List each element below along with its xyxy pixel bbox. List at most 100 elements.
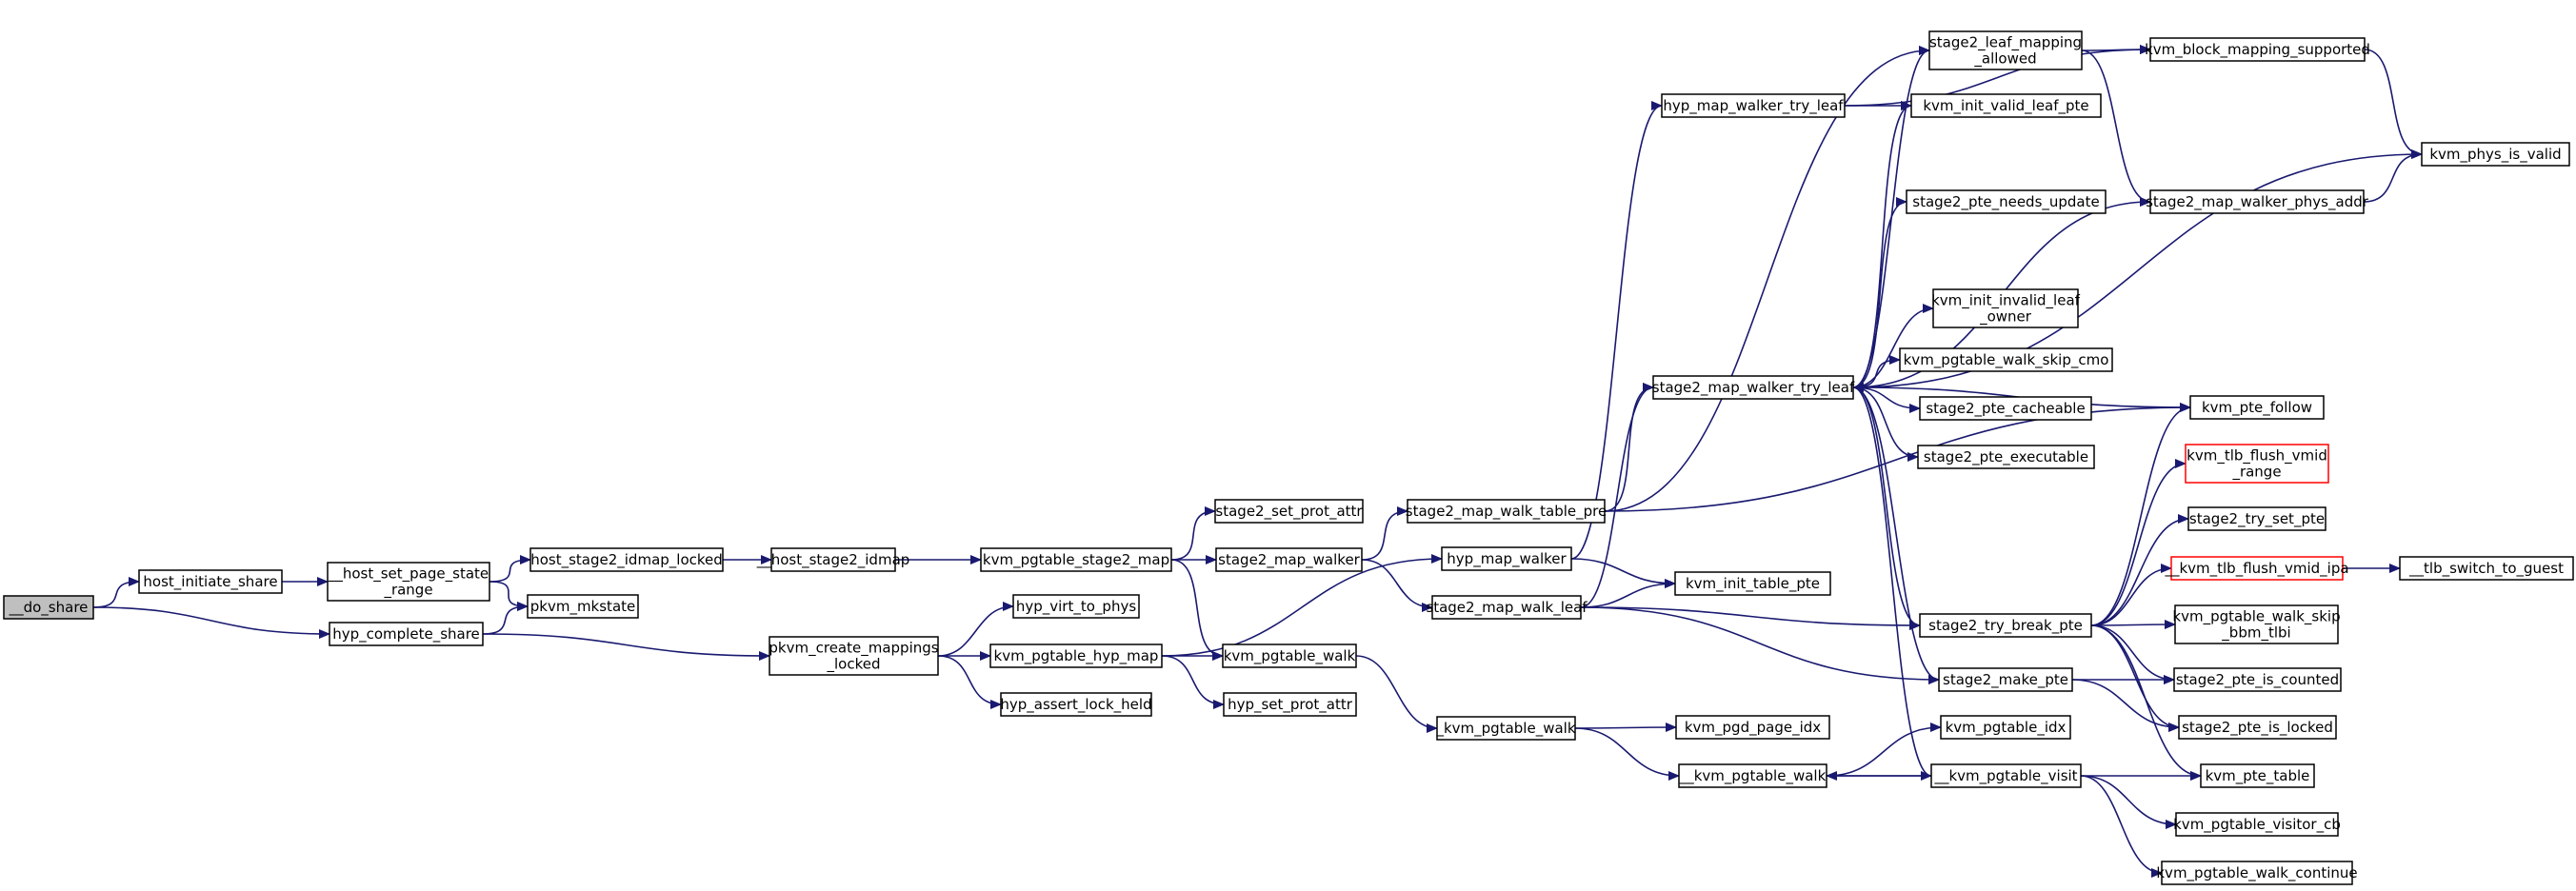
node-kvm_pgd_page_idx[interactable]: kvm_pgd_page_idx xyxy=(1675,715,1830,740)
node-label: stage2_pte_is_locked xyxy=(2182,719,2333,737)
edge-line xyxy=(1852,149,2423,388)
node-kvm_tlb_flush_vmid_range[interactable]: kvm_tlb_flush_vmid_range xyxy=(2185,444,2329,484)
node-kvm_phys_is_valid[interactable]: kvm_phys_is_valid xyxy=(2421,142,2570,167)
node-stage2_make_pte[interactable]: stage2_make_pte xyxy=(1938,667,2073,692)
node-label: kvm_tlb_flush_vmid xyxy=(2187,447,2327,465)
node-stage2_pte_needs_update[interactable]: stage2_pte_needs_update xyxy=(1906,189,2107,214)
node-hyp_map_walker_try_leaf[interactable]: hyp_map_walker_try_leaf xyxy=(1661,93,1846,118)
node-label: kvm_pgtable_hyp_map xyxy=(994,647,1159,665)
call-edge-hyp_map_walker_try_leaf-to-kvm_block_mapping_supported xyxy=(1844,45,2151,107)
node-box xyxy=(2149,37,2366,62)
node-pkvm_mkstate[interactable]: pkvm_mkstate xyxy=(527,594,639,619)
edge-line xyxy=(92,606,330,639)
node-box xyxy=(1407,499,1606,524)
node-stage2_set_prot_attr[interactable]: stage2_set_prot_attr xyxy=(1214,499,1364,524)
edge-line xyxy=(1355,655,1438,733)
edge-line xyxy=(1170,559,1224,661)
node-pkvm_create_mappings_locked[interactable]: pkvm_create_mappings_locked xyxy=(769,636,939,676)
edge-line xyxy=(1604,383,1654,512)
node-label: __kvm_tlb_flush_vmid_ipa xyxy=(2164,560,2348,578)
call-edge-kvm_pgtable_walk_deep-to-kvm_pgtable_idx xyxy=(1826,723,1942,777)
node-kvm_tlb_flush_vmid_ipa[interactable]: __kvm_tlb_flush_vmid_ipa xyxy=(2164,556,2349,581)
node-host_set_page_state_range[interactable]: __host_set_page_state_range xyxy=(327,562,490,602)
edge-line xyxy=(1361,559,1433,612)
node-box xyxy=(1899,347,2113,372)
node-hyp_virt_to_phys[interactable]: hyp_virt_to_phys xyxy=(1012,594,1140,619)
node-host_initiate_share[interactable]: host_initiate_share xyxy=(138,569,283,594)
node-kvm_pgtable_walk_skip_cmo[interactable]: kvm_pgtable_walk_skip_cmo xyxy=(1899,347,2113,372)
node-stage2_map_walker_phys_addr[interactable]: stage2_map_walker_phys_addr xyxy=(2146,189,2369,214)
node-kvm_pte_table[interactable]: kvm_pte_table xyxy=(2200,763,2315,788)
node-label: __host_stage2_idmap xyxy=(756,551,910,569)
node-kvm_pgtable_walk[interactable]: kvm_pgtable_walk xyxy=(1222,644,1357,668)
node-kvm_init_invalid_leaf_owner[interactable]: kvm_init_invalid_leaf_owner xyxy=(1931,288,2081,328)
node-box xyxy=(2185,444,2329,484)
node-kvm_init_table_pte[interactable]: kvm_init_table_pte xyxy=(1674,571,1831,596)
node-hyp_set_prot_attr[interactable]: hyp_set_prot_attr xyxy=(1223,692,1357,717)
node-stage2_pte_executable[interactable]: stage2_pte_executable xyxy=(1917,445,2095,469)
node-host_stage2_idmap[interactable]: __host_stage2_idmap xyxy=(756,547,910,572)
node-label: _kvm_pgtable_walk xyxy=(1435,720,1575,738)
call-edge-stage2_try_break_pte-to-kvm_pgtable_walk_skip_bbm_tlbi xyxy=(2090,620,2176,630)
node-kvm_pgtable_hyp_map[interactable]: kvm_pgtable_hyp_map xyxy=(989,644,1163,668)
node-label: kvm_pgtable_visitor_cb xyxy=(2173,816,2341,834)
edge-line xyxy=(2090,620,2176,630)
edge-line xyxy=(2090,403,2191,626)
edge-line xyxy=(1852,386,1921,630)
node-box xyxy=(529,547,724,572)
node-label: stage2_pte_executable xyxy=(1924,448,2088,466)
node-kvm_pgtable_stage2_map[interactable]: kvm_pgtable_stage2_map xyxy=(980,547,1172,572)
call-edge-stage2_map_walk_table_pre-to-stage2_leaf_mapping_allowed xyxy=(1604,46,1930,512)
call-edge-stage2_map_walk_table_pre-to-stage2_map_walker_try_leaf xyxy=(1604,383,1654,512)
node-box xyxy=(1000,692,1152,717)
node-kvm_pgtable_walk_continue[interactable]: kvm_pgtable_walk_continue xyxy=(2156,861,2358,885)
node-kvm_pgtable_walk_deep[interactable]: __kvm_pgtable_walk xyxy=(1678,763,1827,788)
node-box xyxy=(2173,667,2342,692)
node-kvm_pgtable_walk_skip_bbm_tlbi[interactable]: kvm_pgtable_walk_skip_bbm_tlbi xyxy=(2172,604,2341,644)
node-kvm_init_valid_leaf_pte[interactable]: kvm_init_valid_leaf_pte xyxy=(1910,93,2102,118)
call-edge-stage2_map_walker_try_leaf-to-kvm_phys_is_valid xyxy=(1852,149,2423,388)
node-kvm_block_mapping_supported[interactable]: kvm_block_mapping_supported xyxy=(2145,37,2370,62)
node-kvm_pgtable_walk_inner[interactable]: _kvm_pgtable_walk xyxy=(1435,716,1576,741)
edge-line xyxy=(92,577,140,608)
node-stage2_map_walk_leaf[interactable]: stage2_map_walk_leaf xyxy=(1426,595,1588,620)
call-edge-kvm_pgtable_hyp_map-to-hyp_set_prot_attr xyxy=(1161,655,1225,709)
node-kvm_pgtable_idx[interactable]: kvm_pgtable_idx xyxy=(1940,715,2071,740)
node-host_stage2_idmap_locked[interactable]: host_stage2_idmap_locked xyxy=(529,547,724,572)
node-hyp_assert_lock_held[interactable]: hyp_assert_lock_held xyxy=(1000,692,1152,717)
node-stage2_pte_cacheable[interactable]: stage2_pte_cacheable xyxy=(1919,396,2092,421)
call-edge-kvm_pgtable_walk_inner-to-kvm_pgd_page_idx xyxy=(1574,723,1677,733)
edge-line xyxy=(1580,606,1921,630)
node-box xyxy=(2189,395,2325,420)
node-stage2_try_set_pte[interactable]: stage2_try_set_pte xyxy=(2187,506,2326,531)
node-stage2_leaf_mapping_allowed[interactable]: stage2_leaf_mapping_allowed xyxy=(1928,30,2083,70)
call-edge-kvm_pgtable_stage2_map-to-stage2_set_prot_attr xyxy=(1170,506,1216,561)
edge-line xyxy=(1852,386,1919,462)
node-kvm_pte_follow[interactable]: kvm_pte_follow xyxy=(2189,395,2325,420)
call-edge-stage2_map_walker_try_leaf-to-stage2_pte_needs_update xyxy=(1852,197,1907,388)
node-label: stage2_map_walker xyxy=(1218,551,1361,569)
node-kvm_pgtable_visit[interactable]: __kvm_pgtable_visit xyxy=(1930,763,2082,788)
node-stage2_map_walker[interactable]: stage2_map_walker xyxy=(1215,547,1363,572)
node-box xyxy=(1661,93,1846,118)
edge-line xyxy=(489,555,531,583)
call-edge-stage2_map_walker_try_leaf-to-kvm_init_valid_leaf_pte xyxy=(1852,101,1912,388)
call-edge-stage2_map_walk_table_pre-to-kvm_pte_follow xyxy=(1604,403,2191,512)
node-hyp_complete_share[interactable]: hyp_complete_share xyxy=(329,622,484,646)
node-stage2_map_walker_try_leaf[interactable]: stage2_map_walker_try_leaf xyxy=(1652,375,1855,400)
node-label: kvm_init_invalid_leaf xyxy=(1931,292,2081,310)
node-stage2_pte_is_counted[interactable]: stage2_pte_is_counted xyxy=(2173,667,2342,692)
node-box xyxy=(2200,763,2315,788)
node-stage2_map_walk_table_pre[interactable]: stage2_map_walk_table_pre xyxy=(1406,499,1607,524)
node-label: kvm_pgtable_walk_continue xyxy=(2156,864,2357,882)
node-do_share[interactable]: __do_share xyxy=(3,595,94,620)
node-stage2_try_break_pte[interactable]: stage2_try_break_pte xyxy=(1919,613,2092,638)
call-edge-stage2_map_walk_leaf-to-stage2_make_pte xyxy=(1580,606,1940,684)
node-tlb_switch_to_guest[interactable]: __tlb_switch_to_guest xyxy=(2399,556,2574,581)
node-stage2_pte_is_locked[interactable]: stage2_pte_is_locked xyxy=(2178,715,2337,740)
node-hyp_map_walker[interactable]: hyp_map_walker xyxy=(1441,546,1572,571)
node-box xyxy=(138,569,283,594)
node-kvm_pgtable_visitor_cb[interactable]: kvm_pgtable_visitor_cb xyxy=(2173,812,2341,837)
edge-line xyxy=(1604,403,2191,512)
node-box xyxy=(2178,715,2337,740)
